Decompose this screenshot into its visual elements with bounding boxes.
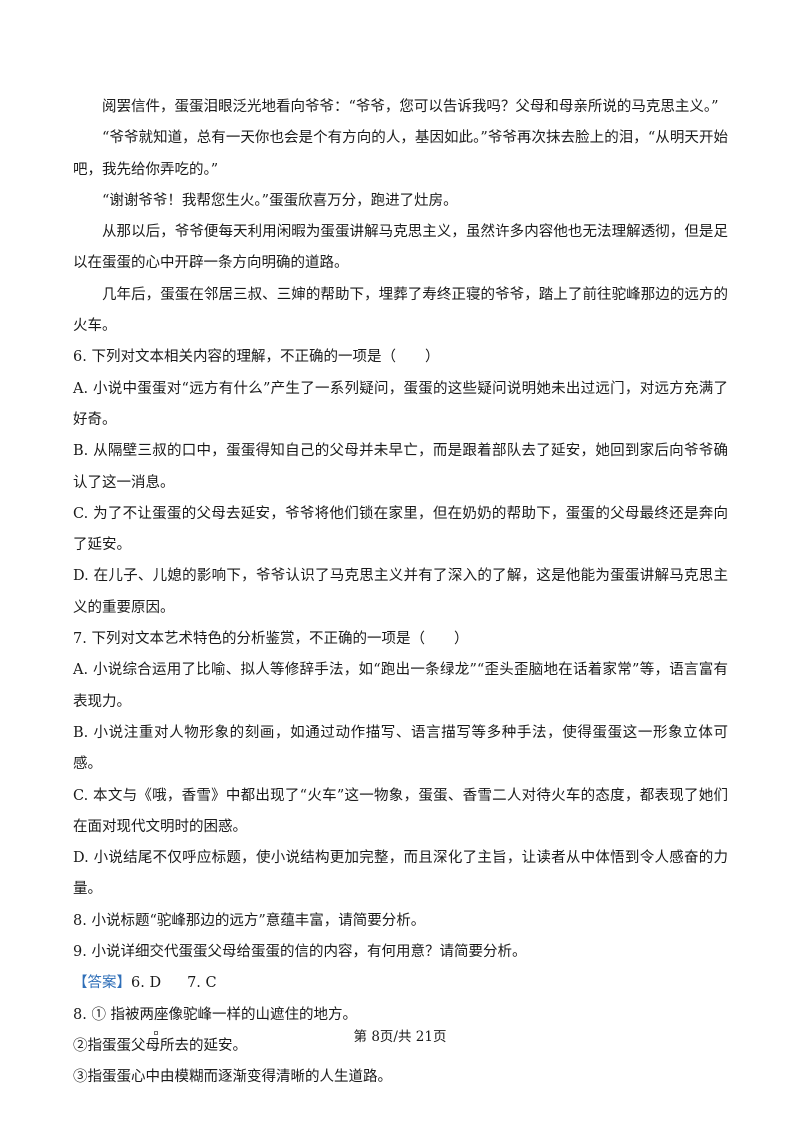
answer-7: 7. C	[187, 975, 217, 992]
answer-8-line-1: 8. ① 指被两座像驼峰一样的山遮住的地方。	[73, 1006, 358, 1023]
question-6-option-d: D. 在儿子、儿媳的影响下，爷爷认识了马克思主义并有了深入的了解，这是他能为蛋蛋…	[73, 568, 728, 616]
question-7-option-b: B. 小说注重对人物形象的刻画，如通过动作描写、语言描写等多种手法，使得蛋蛋这一…	[73, 724, 728, 773]
question-7-option-c: C. 本文与《哦，香雪》中都出现了“火车”这一物象，蛋蛋、香雪二人对待火车的态度…	[73, 787, 728, 835]
question-6-stem: 6. 下列对文本相关内容的理解，不正确的一项是（ ）	[73, 349, 440, 366]
question-6-option-b: B. 从隔壁三叔的口中，蛋蛋得知自己的父母并未早亡，而是跟着部队去了延安，她回到…	[73, 443, 728, 491]
answer-8-line-2: ②指蛋蛋父母所去的延安。	[73, 1037, 247, 1054]
question-7-option-a: A. 小说综合运用了比喻、拟人等修辞手法，如“跑出一条绿龙”“歪头歪脑地在话着家…	[73, 662, 728, 710]
page-footer: 第 8页/共 21页	[353, 1029, 447, 1045]
footer-square-mark	[154, 1031, 158, 1035]
story-paragraph-1: 阅罢信件，蛋蛋泪眼泛光地看向爷爷：“爷爷，您可以告诉我吗？父母和母亲所说的马克思…	[102, 99, 719, 115]
story-paragraph-3: “谢谢爷爷！我帮您生火。”蛋蛋欣喜万分，跑进了灶房。	[102, 192, 458, 209]
question-7-stem: 7. 下列对文本艺术特色的分析鉴赏，不正确的一项是（ ）	[73, 631, 469, 648]
answer-8-line-3: ③指蛋蛋心中由模糊而逐渐变得清晰的人生道路。	[73, 1069, 392, 1086]
question-8: 8. 小说标题“驼峰那边的远方”意蕴丰富，请简要分析。	[73, 912, 426, 929]
answer-line: 【答案】6. D 7. C	[73, 968, 728, 999]
question-6-option-c: C. 为了不让蛋蛋的父母去延安，爷爷将他们锁在家里，但在奶奶的帮助下，蛋蛋的父母…	[73, 505, 728, 554]
answer-tag: 【答案】	[73, 975, 131, 992]
story-paragraph-5: 几年后，蛋蛋在邻居三叔、三婶的帮助下，埋葬了寿终正寝的爷爷，踏上了前往驼峰那边的…	[73, 286, 728, 335]
question-6-option-a: A. 小说中蛋蛋对“远方有什么”产生了一系列疑问，蛋蛋的这些疑问说明她未出过远门…	[73, 380, 728, 428]
answer-6: 6. D	[131, 975, 162, 992]
story-paragraph-4: 从那以后，爷爷便每天利用闲暇为蛋蛋讲解马克思主义，虽然许多内容他也无法理解透彻，…	[73, 224, 728, 272]
page-content: 阅罢信件，蛋蛋泪眼泛光地看向爷爷：“爷爷，您可以告诉我吗？父母和母亲所说的马克思…	[73, 92, 728, 1094]
question-9: 9. 小说详细交代蛋蛋父母给蛋蛋的信的内容，有何用意？请简要分析。	[73, 944, 527, 961]
story-paragraph-2: “爷爷就知道，总有一天你也会是个有方向的人，基因如此。”爷爷再次抹去脸上的泪，“…	[73, 130, 728, 178]
question-7-option-d: D. 小说结尾不仅呼应标题，使小说结构更加完整，而且深化了主旨，让读者从中体悟到…	[73, 850, 728, 898]
